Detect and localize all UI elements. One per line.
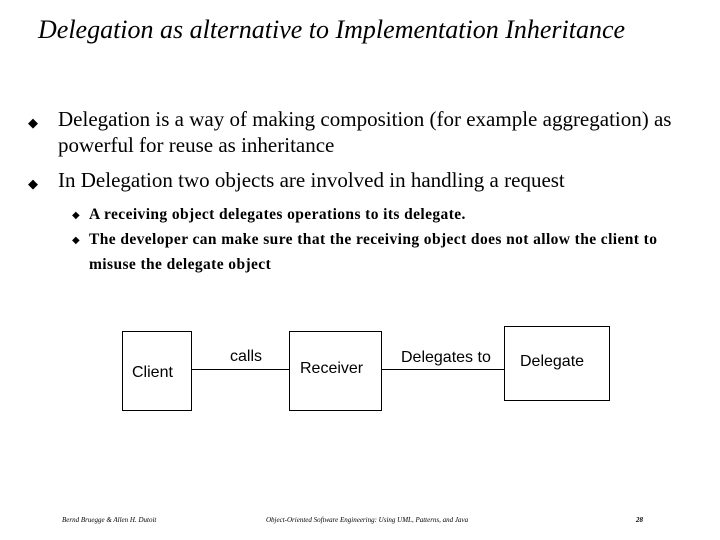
delegates-to-label: Delegates to xyxy=(401,349,491,366)
sub-bullet-text: The developer can make sure that the rec… xyxy=(89,231,658,273)
bullet-item: ◆ In Delegation two objects are involved… xyxy=(22,167,702,193)
sub-bullet-text: A receiving object delegates operations … xyxy=(89,206,466,223)
bullet-list: ◆ Delegation is a way of making composit… xyxy=(22,106,702,277)
diamond-bullet-icon: ◆ xyxy=(72,235,81,246)
sub-bullet-item: ◆ The developer can make sure that the r… xyxy=(72,227,702,277)
delegate-box xyxy=(504,326,610,401)
bullet-item: ◆ Delegation is a way of making composit… xyxy=(22,106,702,158)
bullet-text: Delegation is a way of making compositio… xyxy=(58,107,672,157)
diamond-bullet-icon: ◆ xyxy=(28,176,38,191)
footer-book-title: Object-Oriented Software Engineering: Us… xyxy=(266,516,469,524)
footer-page-number: 28 xyxy=(636,516,643,524)
sub-bullet-list: ◆ A receiving object delegates operation… xyxy=(22,202,702,277)
diamond-bullet-icon: ◆ xyxy=(72,210,81,221)
receiver-box xyxy=(289,331,382,411)
bullet-text: In Delegation two objects are involved i… xyxy=(58,168,565,192)
sub-bullet-item: ◆ A receiving object delegates operation… xyxy=(72,202,702,227)
client-label: Client xyxy=(132,364,173,381)
calls-label: calls xyxy=(230,348,263,365)
slide-title: Delegation as alternative to Implementat… xyxy=(38,15,626,44)
delegate-label: Delegate xyxy=(520,353,585,370)
receiver-label: Receiver xyxy=(300,360,364,377)
calls-connector xyxy=(191,369,289,370)
client-box xyxy=(122,331,192,411)
footer-authors: Bernd Bruegge & Allen H. Dutoit xyxy=(62,516,157,524)
delegates-connector xyxy=(381,369,504,370)
diamond-bullet-icon: ◆ xyxy=(28,115,38,130)
